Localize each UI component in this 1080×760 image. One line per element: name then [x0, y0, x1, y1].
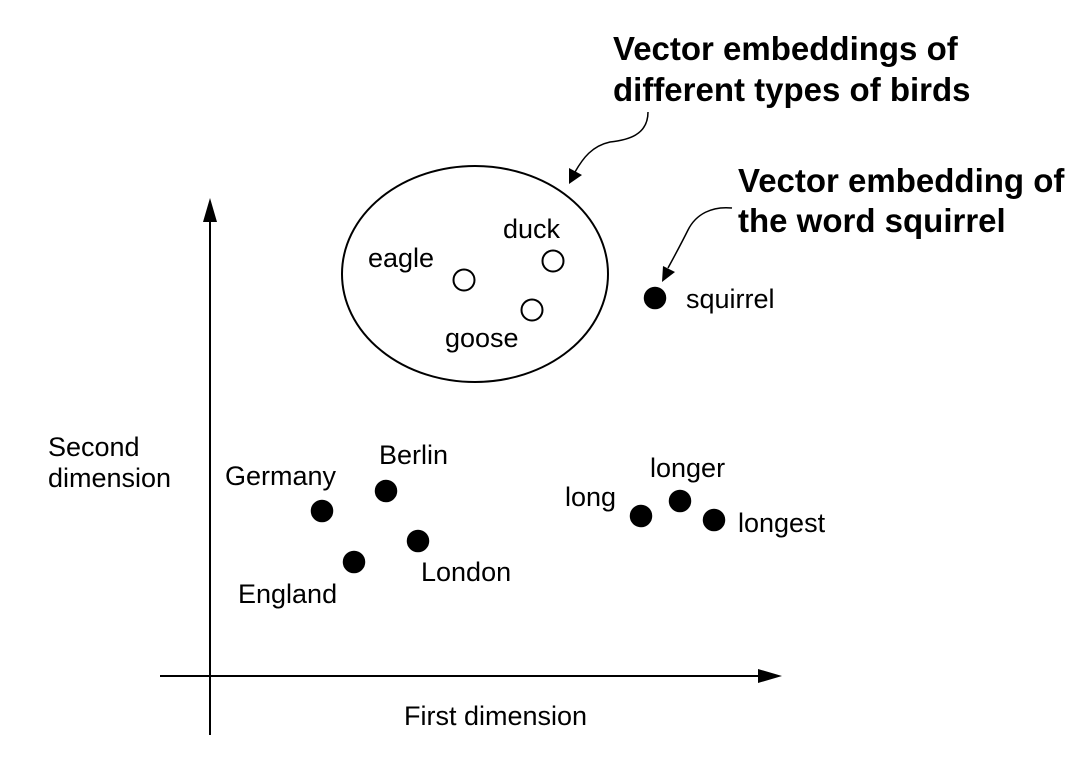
axes	[160, 198, 782, 735]
squirrel-callout-leader	[667, 206, 733, 269]
germany-point	[310, 499, 334, 523]
long-label: long	[565, 482, 616, 512]
y-axis-arrow-icon	[203, 198, 217, 222]
squirrel-callout-line2: the word squirrel	[738, 202, 1006, 239]
birds-callout-line2: different types of birds	[613, 71, 971, 108]
duck-point	[541, 249, 565, 273]
eagle-point	[452, 268, 476, 292]
england-label: England	[238, 579, 337, 609]
longer-point	[668, 489, 692, 513]
x-axis-label: First dimension	[404, 701, 587, 731]
birds-callout-leader	[574, 111, 649, 173]
goose-point	[520, 298, 544, 322]
longest-point	[702, 508, 726, 532]
duck-label: duck	[503, 214, 561, 244]
birds-callout-arrow-icon	[569, 168, 582, 184]
squirrel-callout-line1: Vector embedding of	[738, 162, 1065, 199]
london-label: London	[421, 557, 511, 587]
birds-callout-line1: Vector embeddings of	[613, 30, 959, 67]
longer-label: longer	[650, 453, 725, 483]
longest-label: longest	[738, 508, 826, 538]
eagle-label: eagle	[368, 243, 434, 273]
berlin-point	[374, 479, 398, 503]
germany-label: Germany	[225, 461, 337, 491]
berlin-label: Berlin	[379, 440, 448, 470]
y-axis-label-line2: dimension	[48, 463, 171, 493]
x-axis-arrow-icon	[758, 669, 782, 683]
squirrel-point	[643, 286, 667, 310]
long-point	[629, 504, 653, 528]
london-point	[406, 529, 430, 553]
birds-cluster-ellipse	[341, 165, 609, 383]
goose-label: goose	[445, 323, 519, 353]
y-axis-label-line1: Second	[48, 432, 140, 462]
england-point	[342, 550, 366, 574]
squirrel-label: squirrel	[686, 284, 775, 314]
squirrel-callout-arrow-icon	[662, 266, 675, 282]
